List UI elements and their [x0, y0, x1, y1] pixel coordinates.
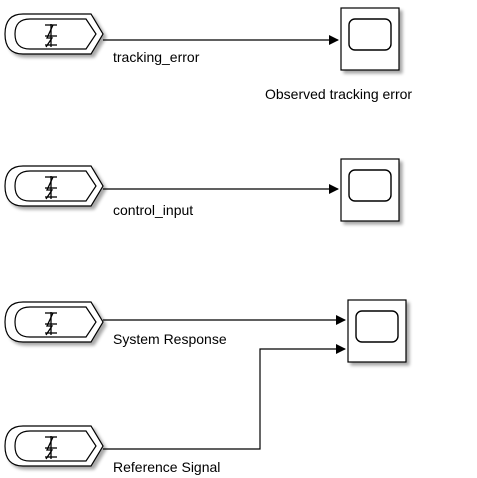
from-workspace-block-reference-signal[interactable] — [4, 425, 104, 467]
from-workspace-block-system-response[interactable] — [4, 301, 104, 343]
signal-label-control-input: control_input — [113, 202, 194, 218]
signal-label-system-response: System Response — [113, 331, 227, 347]
scope-icon — [347, 299, 407, 363]
from-workspace-icon — [4, 13, 104, 55]
signal-label-reference-signal: Reference Signal — [113, 459, 221, 475]
scope-block-control-input[interactable] — [340, 158, 400, 222]
scope-block-observed-tracking-error[interactable] — [340, 7, 400, 71]
from-workspace-icon — [4, 301, 104, 343]
from-workspace-block-tracking-error[interactable] — [4, 13, 104, 55]
scope-icon — [340, 158, 400, 222]
from-workspace-icon — [4, 165, 104, 207]
signal-line-reference-signal[interactable] — [103, 344, 346, 450]
from-workspace-icon — [4, 425, 104, 467]
scope-name-label: Observed tracking error — [265, 86, 413, 102]
scope-block-system-response[interactable] — [347, 299, 407, 363]
from-workspace-block-control-input[interactable] — [4, 165, 104, 207]
scope-icon — [340, 7, 400, 71]
signal-label-tracking-error: tracking_error — [113, 49, 200, 65]
